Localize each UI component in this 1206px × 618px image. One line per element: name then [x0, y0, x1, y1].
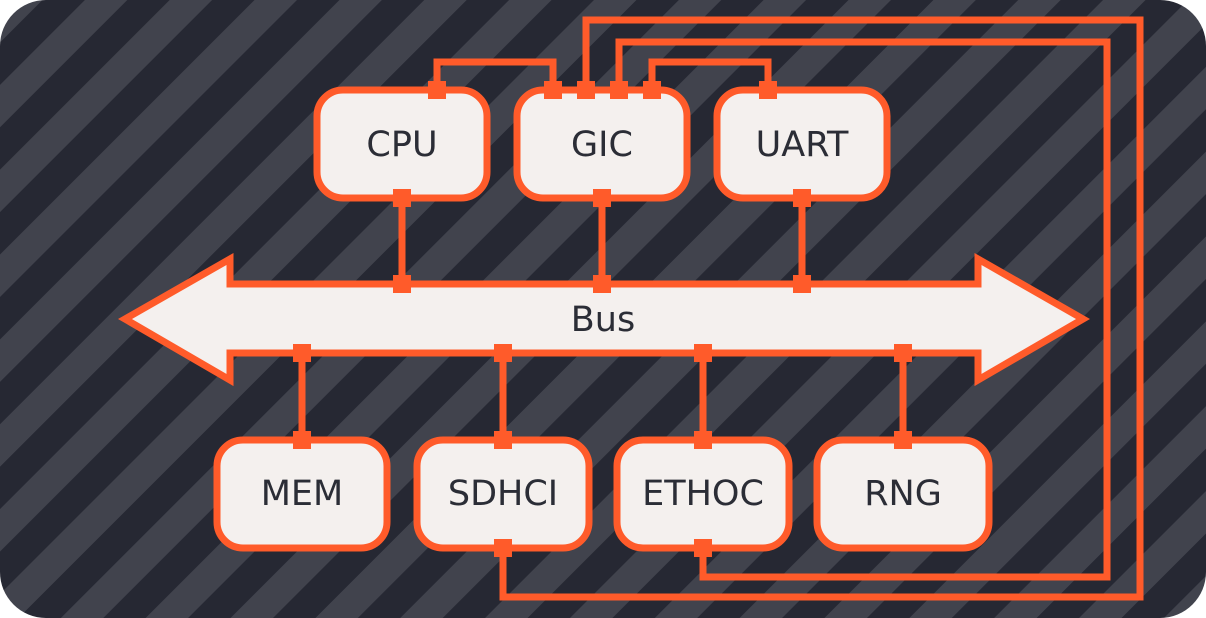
wire-cpu-to-gic: [433, 58, 557, 90]
node-rng: RNG: [813, 436, 993, 552]
port-bus-rng: [894, 344, 912, 362]
port-bus-mem: [293, 344, 311, 362]
wire-ethoc-to-gic: [615, 38, 1111, 581]
bus-label: Bus: [571, 300, 635, 340]
bus-arrow: [117, 252, 1091, 387]
port-gic-ethoc: [610, 81, 628, 99]
node-mem: MEM: [213, 436, 391, 552]
port-markers: [293, 81, 912, 557]
node-ethoc: ETHOC: [613, 436, 793, 552]
port-sdhci-top: [494, 431, 512, 449]
port-uart-top: [759, 81, 777, 99]
wire-uart-to-gic: [648, 58, 772, 90]
port-mem-top: [293, 431, 311, 449]
port-gic-cpu: [544, 81, 562, 99]
port-bus-cpu: [393, 275, 411, 293]
port-bus-sdhci: [494, 344, 512, 362]
port-uart-bottom: [793, 189, 811, 207]
node-cpu: CPU: [313, 86, 491, 202]
port-gic-bottom: [593, 189, 611, 207]
node-uart: UART: [713, 86, 891, 202]
port-gic-uart: [643, 81, 661, 99]
node-label-rng: RNG: [864, 474, 942, 514]
node-sdhci: SDHCI: [413, 436, 593, 552]
node-label-ethoc: ETHOC: [642, 474, 764, 514]
node-label-uart: UART: [756, 125, 849, 165]
node-label-gic: GIC: [571, 125, 633, 165]
port-gic-sdhci: [577, 81, 595, 99]
port-bus-uart: [793, 275, 811, 293]
port-cpu-bottom: [393, 189, 411, 207]
wire-sdhci-to-gic: [499, 16, 1144, 601]
port-cpu-top: [428, 81, 446, 99]
port-bus-ethoc: [694, 344, 712, 362]
node-gic: GIC: [513, 86, 691, 202]
port-rng-top: [894, 431, 912, 449]
node-label-sdhci: SDHCI: [448, 474, 558, 514]
port-sdhci-bottom: [494, 539, 512, 557]
port-bus-gic: [593, 275, 611, 293]
port-ethoc-top: [694, 431, 712, 449]
node-label-mem: MEM: [261, 474, 344, 514]
port-ethoc-bottom: [694, 539, 712, 557]
node-label-cpu: CPU: [366, 125, 437, 165]
